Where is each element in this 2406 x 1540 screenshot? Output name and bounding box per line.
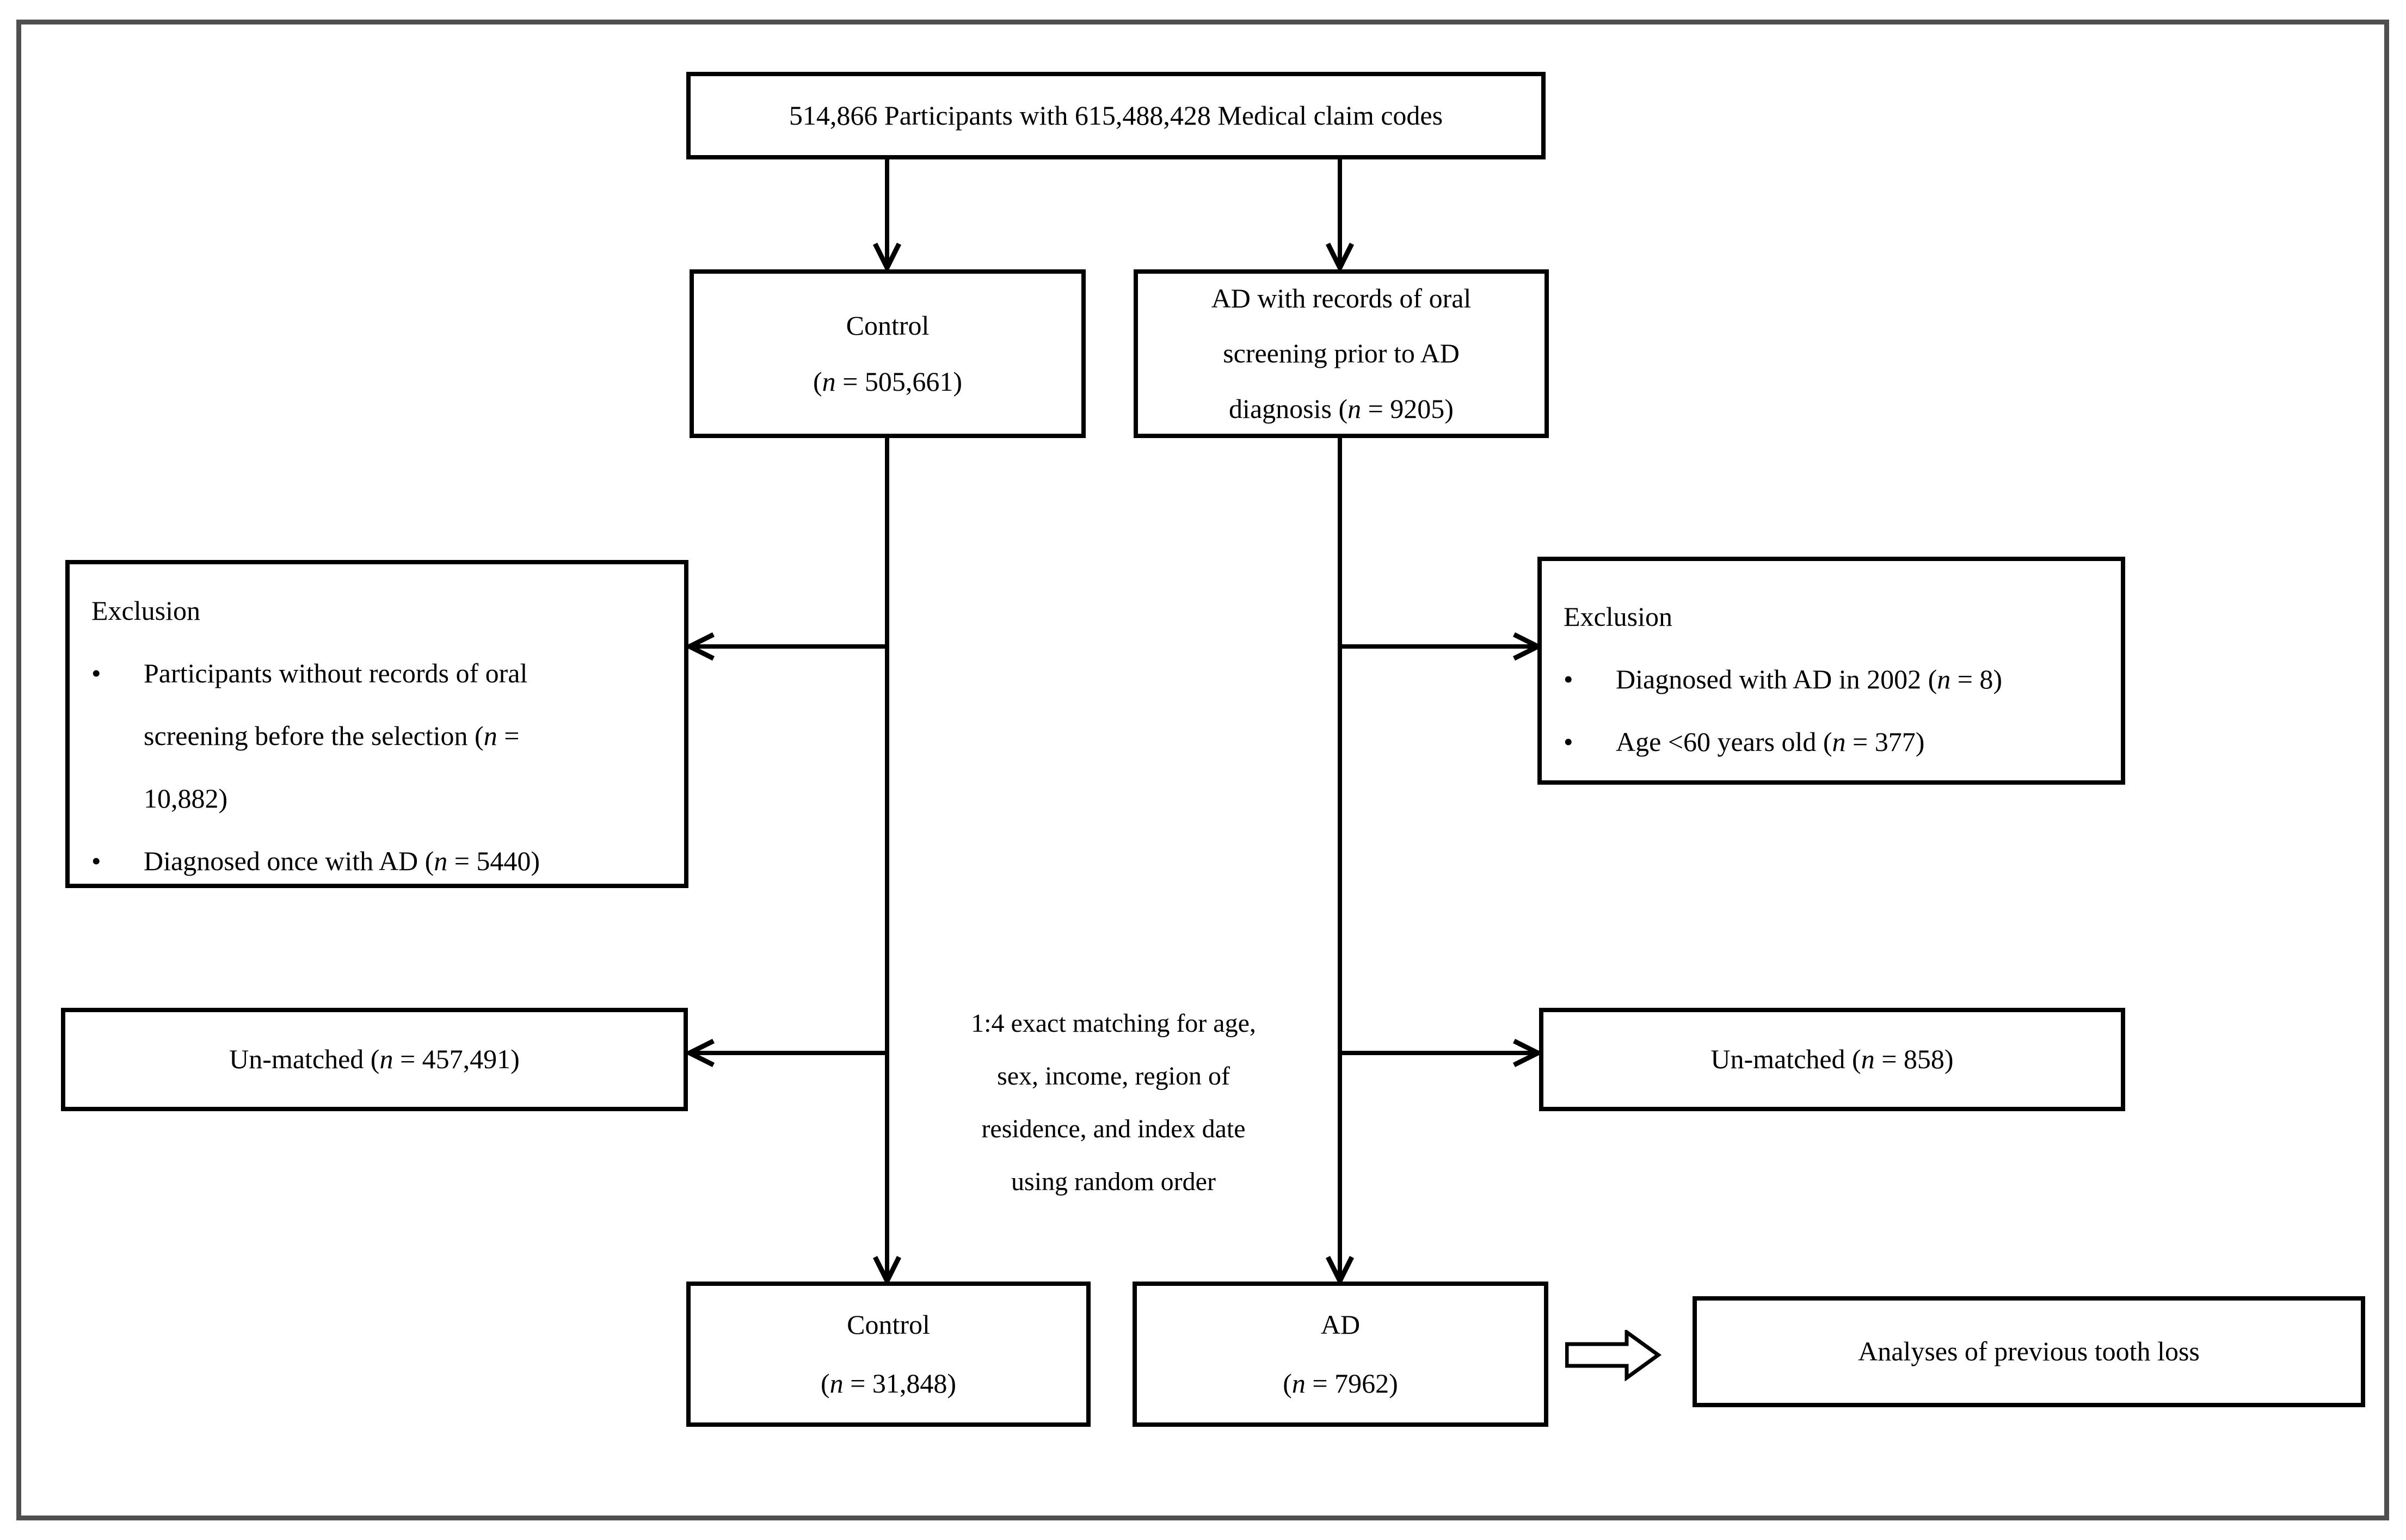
bullet-icon: • [1564,664,1573,694]
control-unmatched-text: Un-matched (n = 457,491) [229,1044,520,1075]
control-exclusion-item-1-text: Participants without records of oral scr… [144,658,528,814]
source-population-box: 514,866 Participants with 615,488,428 Me… [686,72,1546,159]
analysis-text: Analyses of previous tooth loss [1858,1336,2200,1367]
control-matched-box: Control (n = 31,848) [686,1282,1091,1427]
control-exclusion-item-1: • Participants without records of oral s… [91,642,673,830]
block-arrow-to-analysis [1565,1330,1662,1381]
ad-unmatched-box: Un-matched (n = 858) [1539,1008,2125,1111]
ad-matched-title: AD [1320,1309,1361,1340]
matching-note-line3: residence, and index date [981,1114,1246,1143]
arrow-control-to-unmatched [686,1038,889,1068]
control-matched-n: (n = 31,848) [820,1367,956,1399]
control-cohort-n: (n = 505,661) [813,366,962,397]
ad-cohort-box: AD with records of oral screening prior … [1134,269,1549,438]
matching-note-line2: sex, income, region of [997,1062,1230,1091]
bullet-icon: • [91,846,101,876]
ad-exclusion-box: Exclusion • Diagnosed with AD in 2002 (n… [1537,557,2125,785]
ad-exclusion-item-1-text: Diagnosed with AD in 2002 (n = 8) [1616,664,2003,694]
ad-cohort-line1: AD with records of oral [1211,282,1472,313]
source-population-text: 514,866 Participants with 615,488,428 Me… [789,100,1443,131]
ad-cohort-line3: diagnosis (n = 9205) [1229,393,1454,424]
ad-cohort-line2: screening prior to AD [1223,338,1460,369]
arrow-control-to-matched [872,436,902,1285]
matching-note-line1: 1:4 exact matching for age, [971,1009,1256,1038]
arrow-ad-to-unmatched [1338,1038,1541,1068]
arrow-control-to-exclusion [686,632,889,661]
bullet-icon: • [91,658,101,688]
ad-exclusion-item-2-text: Age <60 years old (n = 377) [1616,726,1925,757]
analysis-box: Analyses of previous tooth loss [1693,1296,2365,1407]
arrow-ad-to-matched [1325,436,1355,1285]
ad-exclusion-item-1: • Diagnosed with AD in 2002 (n = 8) [1564,648,2112,711]
ad-unmatched-text: Un-matched (n = 858) [1710,1044,1954,1075]
arrow-ad-to-exclusion [1338,632,1541,661]
ad-matched-n: (n = 7962) [1283,1367,1398,1399]
arrow-source-to-control [872,158,902,272]
control-unmatched-box: Un-matched (n = 457,491) [61,1008,688,1111]
matching-note-line4: using random order [1011,1167,1216,1196]
control-cohort-box: Control (n = 505,661) [690,269,1086,438]
matching-note: 1:4 exact matching for age, sex, income,… [896,997,1331,1208]
control-matched-title: Control [847,1309,930,1340]
control-exclusion-item-2-text: Diagnosed once with AD (n = 5440) [144,846,540,876]
ad-exclusion-heading: Exclusion [1564,601,1672,632]
control-exclusion-heading: Exclusion [91,595,200,626]
bullet-icon: • [1564,726,1573,757]
ad-matched-box: AD (n = 7962) [1133,1282,1548,1427]
ad-exclusion-item-2: • Age <60 years old (n = 377) [1564,711,2112,773]
control-cohort-title: Control [846,310,930,341]
control-exclusion-item-2: • Diagnosed once with AD (n = 5440) [91,830,673,884]
control-exclusion-box: Exclusion • Participants without records… [65,560,688,888]
arrow-source-to-ad [1325,158,1355,272]
